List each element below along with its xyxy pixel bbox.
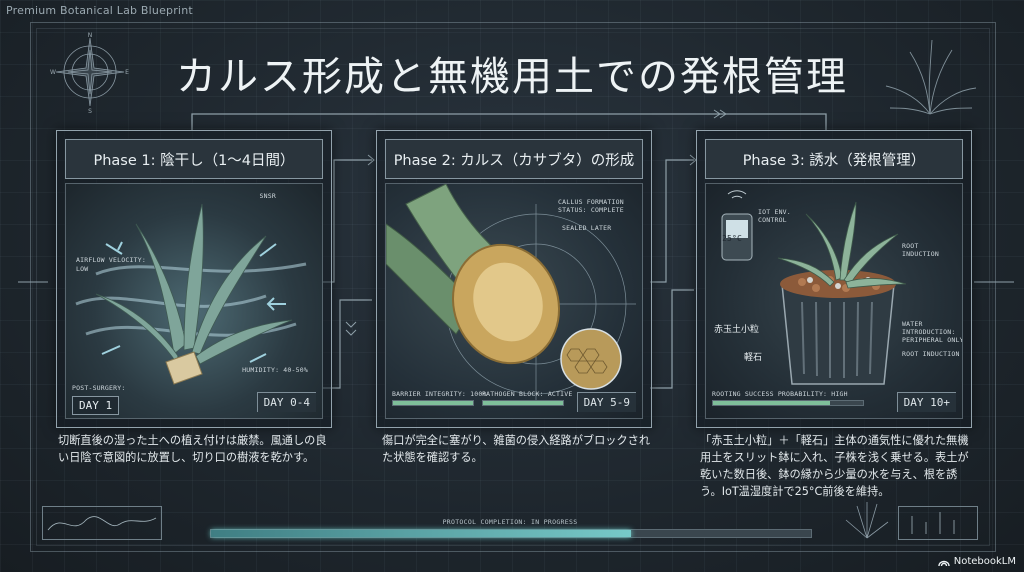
temp-readout: 25°C [722,234,743,243]
akadama-label: 赤玉土小粒 [714,325,760,335]
phase-3-illustration: 25°C IOT ENV. CONTROL ROOT INDUCTION WAT… [705,183,963,419]
notebooklm-icon [938,560,950,566]
mini-chart-left-icon [42,506,162,540]
compass-rose-icon: N E S W [50,32,129,114]
agave-sketch-icon [885,39,977,115]
phase-3-panel: Phase 3: 誘水（発根管理） 25°C IOT ENV. CONTROL [696,130,972,428]
root-induction-label-2: ROOT INDUCTION [902,350,960,358]
svg-text:AIRFLOW VELOCITY: LOW: AIRFLOW VELOCITY: LOW [76,256,150,273]
success-bar-fill [713,401,830,405]
pathogen-bar [482,400,564,406]
progress-fill [211,530,631,537]
protocol-progress: PROTOCOL COMPLETION: IN PROGRESS [210,518,812,538]
notebooklm-logo: NotebookLM [938,556,1016,567]
brand-label: Premium Botanical Lab Blueprint [6,4,193,17]
rooting-pot-image [721,190,907,385]
inner-frame [36,28,990,546]
day-1-tag: DAY 1 [72,396,120,415]
phase-3-header: Phase 3: 誘水（発根管理） [705,139,963,179]
outer-frame [30,22,996,552]
phase-2-day: DAY 5-9 [576,392,636,412]
phase-1-day: DAY 0-4 [256,392,316,412]
phase-1-header: Phase 1: 陰干し（1〜4日間） [65,139,323,179]
phase-2-panel: Phase 2: カルス（カサブタ）の形成 CALLUS FORMATION S… [376,130,652,428]
outer-left-line [18,281,48,283]
drying-cutting-image: AIRFLOW VELOCITY: LOW [75,203,307,385]
callus-status-label: CALLUS FORMATION STATUS: COMPLETE [558,198,624,215]
compass-e: E [125,69,129,76]
agave-mini-icon [845,502,889,539]
airflow-label: AIRFLOW VELOCITY: [76,256,146,264]
success-label: ROOTING SUCCESS PROBABILITY: HIGH [712,390,848,398]
progress-track [210,529,812,538]
sensor-label: SNSR [259,192,276,200]
notebooklm-text: NotebookLM [953,556,1016,567]
connector-2-3 [650,154,697,389]
barrier-label: BARRIER INTEGRITY: 100% [392,390,487,398]
humidity-label: HUMIDITY: 40-50% [242,366,308,374]
karuishi-label: 軽石 [744,353,763,363]
phase-1-description: 切断直後の湿った土への植え付けは厳禁。風通しの良い日陰で意図的に放置し、切り口の… [58,434,327,464]
phase-1-panel: Phase 1: 陰干し（1〜4日間） AIRFLOW VELOCITY: LO… [56,130,332,428]
post-surgery-label: POST-SURGERY: [72,384,126,392]
compass-n: N [88,32,93,39]
iot-label: IOT ENV. CONTROL [758,208,791,225]
phase-2-header: Phase 2: カルス（カサブタ）の形成 [385,139,643,179]
progress-label: PROTOCOL COMPLETION: IN PROGRESS [442,518,578,526]
pathogen-label: PATHOGEN BLOCK: ACTIVE [482,390,573,398]
airflow-label-line2: LOW [76,265,88,273]
pathogen-bar-fill [483,401,563,405]
sealed-label: SEALED LATER [562,224,612,232]
water-intro-label: WATER INTRODUCTION: PERIPHERAL ONLY [902,320,963,345]
compass-s: S [88,108,92,114]
barrier-bar-fill [393,401,473,405]
barrier-bar [392,400,474,406]
page-title: カルス形成と無機用土での発根管理 [176,54,848,100]
outer-right-line [974,281,1014,283]
mini-chart-right-icon [898,506,978,540]
phase-3-day: DAY 10+ [896,392,956,412]
success-bar [712,400,864,406]
compass-w: W [50,69,56,76]
root-induction-label-1: ROOT INDUCTION [902,242,940,259]
phase-3-description: 「赤玉土小粒」＋「軽石」主体の通気性に優れた無機用土をスリット鉢に入れ、子株を浅… [700,434,969,498]
callus-formation-image [386,184,636,404]
phase-2-illustration: CALLUS FORMATION STATUS: COMPLETE SEALED… [385,183,643,419]
phase-1-illustration: AIRFLOW VELOCITY: LOW SNSR HUMIDITY: 40-… [65,183,323,419]
top-connector [191,109,827,130]
phase-2-description: 傷口が完全に塞がり、雑菌の侵入経路がブロックされた状態を確認する。 [382,434,651,464]
